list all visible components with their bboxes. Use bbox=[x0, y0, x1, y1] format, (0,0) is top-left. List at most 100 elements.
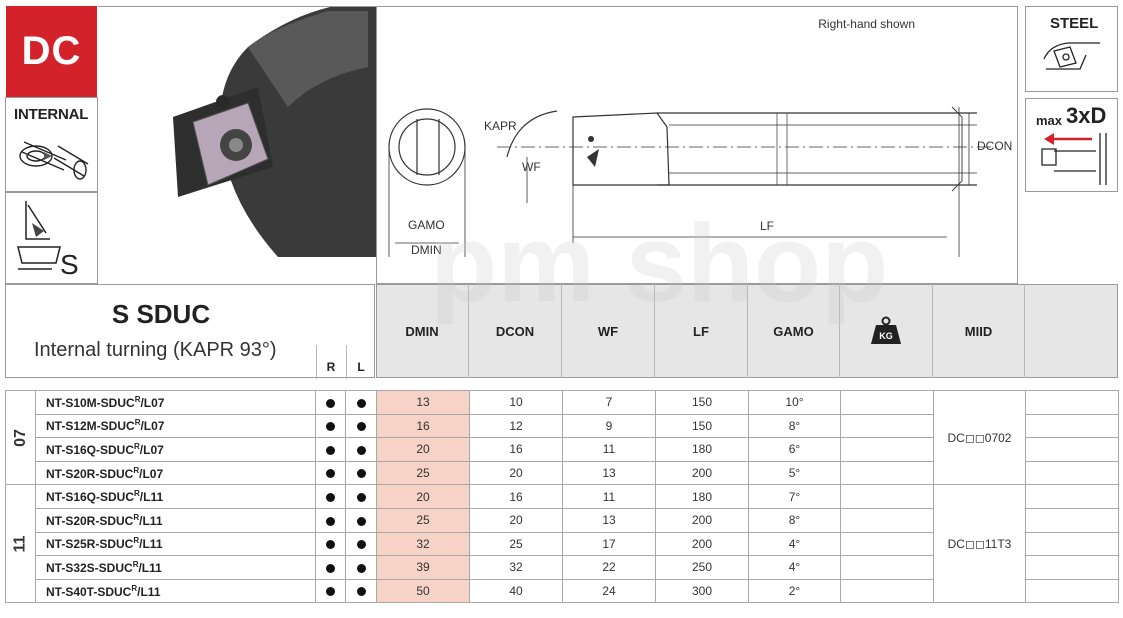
cell-extra bbox=[1025, 555, 1119, 580]
cell-lf: 200 bbox=[655, 531, 749, 557]
available-dot bbox=[356, 445, 366, 455]
series-title-block: S SDUC Internal turning (KAPR 93°) R L bbox=[5, 284, 375, 379]
order-code: NT-S16Q-SDUCR/L07 bbox=[35, 437, 316, 462]
cell-dcon: 20 bbox=[469, 507, 563, 533]
internal-box: INTERNAL bbox=[5, 97, 98, 192]
weight-kg-icon bbox=[871, 316, 901, 344]
insert-size-group: 07 bbox=[5, 389, 36, 486]
right-hand-availability bbox=[315, 484, 346, 509]
steel-box: STEEL bbox=[1025, 6, 1118, 92]
left-hand-availability bbox=[345, 507, 377, 533]
dmin-label: DMIN bbox=[411, 243, 442, 257]
col-dcon: DCON bbox=[469, 284, 562, 378]
kapr-label: KAPR bbox=[484, 119, 517, 133]
cell-wf: 7 bbox=[562, 390, 656, 415]
col-dmin: DMIN bbox=[376, 284, 469, 378]
right-hand-availability bbox=[315, 555, 346, 580]
cell-dmin: 25 bbox=[376, 507, 470, 533]
cell-extra bbox=[1025, 507, 1119, 533]
cell-miid: DC◻◻0702 bbox=[933, 389, 1026, 486]
available-dot bbox=[326, 563, 335, 573]
available-dot bbox=[326, 445, 335, 455]
available-dot bbox=[356, 422, 366, 432]
cell-lf: 200 bbox=[655, 507, 749, 533]
cell-dcon: 40 bbox=[469, 578, 563, 604]
cell-weight bbox=[840, 484, 934, 509]
cell-wf: 13 bbox=[562, 460, 656, 486]
left-hand-availability bbox=[345, 484, 377, 509]
available-dot bbox=[356, 398, 366, 408]
available-dot bbox=[356, 563, 366, 573]
right-hand-availability bbox=[315, 460, 346, 486]
cell-extra bbox=[1025, 437, 1119, 462]
cell-dcon: 20 bbox=[469, 460, 563, 486]
cell-lf: 300 bbox=[655, 578, 749, 604]
available-dot bbox=[326, 540, 335, 550]
cell-lf: 150 bbox=[655, 390, 749, 415]
cell-gamo: 4° bbox=[748, 531, 841, 557]
cell-dcon: 10 bbox=[469, 390, 563, 415]
internal-boring-icon bbox=[19, 141, 89, 180]
right-hand-availability bbox=[315, 390, 346, 415]
weight-kg-text: KG bbox=[879, 331, 893, 341]
cell-extra bbox=[1025, 578, 1119, 604]
cell-extra bbox=[1025, 460, 1119, 486]
shape-box: S bbox=[5, 192, 98, 284]
lf-label: LF bbox=[760, 219, 775, 233]
cell-wf: 17 bbox=[562, 531, 656, 557]
max-value: 3xD bbox=[1066, 103, 1107, 128]
cell-wf: 24 bbox=[562, 578, 656, 604]
available-dot bbox=[326, 422, 335, 432]
s-letter: S bbox=[60, 249, 79, 280]
dc-badge: DC bbox=[6, 6, 97, 97]
cell-dmin: 25 bbox=[376, 460, 470, 486]
cell-weight bbox=[840, 531, 934, 557]
cell-weight bbox=[840, 578, 934, 604]
left-hand-availability bbox=[345, 460, 377, 486]
available-dot bbox=[326, 587, 335, 597]
cell-gamo: 5° bbox=[748, 460, 841, 486]
right-hand-col-label: R bbox=[326, 360, 336, 374]
cell-gamo: 10° bbox=[748, 390, 841, 415]
cell-wf: 13 bbox=[562, 507, 656, 533]
order-code: NT-S40T-SDUCR/L11 bbox=[35, 578, 316, 604]
cell-extra bbox=[1025, 531, 1119, 557]
steel-label: STEEL bbox=[1050, 15, 1099, 32]
approach-angle-icon bbox=[17, 201, 61, 270]
left-hand-availability bbox=[345, 413, 377, 439]
right-hand-availability bbox=[315, 413, 346, 439]
col-extra bbox=[1025, 284, 1118, 378]
cell-weight bbox=[840, 555, 934, 580]
cell-wf: 9 bbox=[562, 413, 656, 439]
order-code: NT-S12M-SDUCR/L07 bbox=[35, 413, 316, 439]
right-hand-availability bbox=[315, 531, 346, 557]
left-hand-availability bbox=[345, 578, 377, 604]
available-dot bbox=[326, 398, 335, 408]
cell-dmin: 20 bbox=[376, 437, 470, 462]
cell-gamo: 6° bbox=[748, 437, 841, 462]
cell-dcon: 32 bbox=[469, 555, 563, 580]
available-dot bbox=[356, 587, 366, 597]
cell-wf: 22 bbox=[562, 555, 656, 580]
col-lf: LF bbox=[655, 284, 748, 378]
cell-weight bbox=[840, 507, 934, 533]
cell-lf: 180 bbox=[655, 484, 749, 509]
col-weight: KG bbox=[840, 284, 933, 378]
available-dot bbox=[356, 493, 366, 502]
series-title: S SDUC bbox=[111, 299, 211, 329]
available-dot bbox=[356, 516, 366, 526]
dcon-label: DCON bbox=[977, 139, 1013, 153]
cell-gamo: 7° bbox=[748, 484, 841, 509]
order-code: NT-S20R-SDUCR/L07 bbox=[35, 460, 316, 486]
cell-weight bbox=[840, 413, 934, 439]
cell-wf: 11 bbox=[562, 484, 656, 509]
cell-lf: 200 bbox=[655, 460, 749, 486]
dimension-drawing bbox=[388, 106, 997, 257]
order-code: NT-S20R-SDUCR/L11 bbox=[35, 507, 316, 533]
cell-dcon: 25 bbox=[469, 531, 563, 557]
